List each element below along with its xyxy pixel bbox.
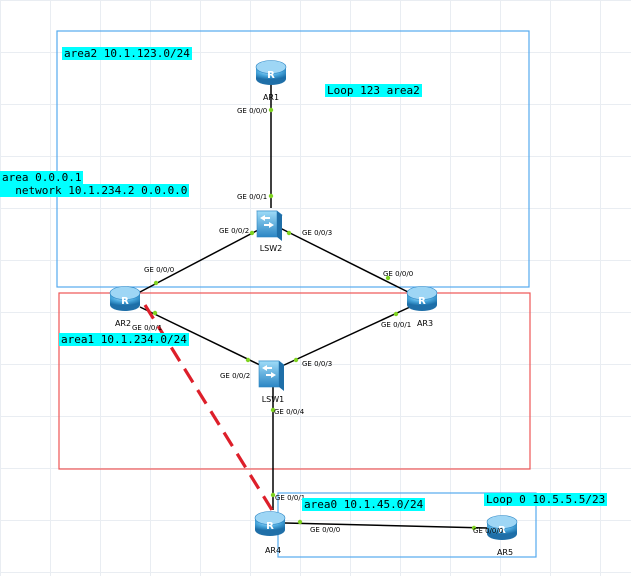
device-label-ar1: AR1 (263, 93, 279, 102)
port-label: GE 0/0/0 (237, 107, 267, 115)
area1-label: area1 10.1.234.0/24 (59, 333, 189, 346)
area0-label: area0 10.1.45.0/24 (302, 498, 426, 511)
port-label: GE 0/0/0 (383, 270, 413, 278)
router-ar2-icon[interactable] (109, 286, 141, 312)
device-label-ar2: AR2 (115, 319, 131, 328)
device-label-ar4: AR4 (265, 546, 281, 555)
loop123-note: Loop 123 area2 (325, 84, 422, 97)
switch-lsw2-icon[interactable] (256, 210, 283, 242)
router-ar4-icon[interactable] (254, 511, 286, 537)
area-config-line1: area 0.0.0.1 (0, 171, 84, 184)
link-ar4-ar5 (284, 522, 488, 529)
port-label: GE 0/0/2 (220, 372, 250, 380)
port-label: GE 0/0/1 (132, 324, 162, 332)
area2-boundary (56, 30, 530, 288)
port-label: GE 0/0/2 (219, 227, 249, 235)
port-label: GE 0/0/4 (274, 408, 305, 416)
port-label: GE 0/0/3 (302, 360, 332, 368)
device-label-ar3: AR3 (417, 319, 433, 328)
switch-lsw1-icon[interactable] (258, 360, 285, 392)
link-ar3-lsw1 (281, 306, 411, 367)
port-dots (152, 107, 477, 531)
port-label: GE 0/0/0 (473, 527, 503, 535)
area1-boundary (58, 292, 531, 470)
port-label: GE 0/0/1 (275, 494, 305, 502)
device-label-lsw1: LSW1 (262, 395, 285, 404)
port-label: GE 0/0/0 (310, 526, 340, 534)
area2-label: area2 10.1.123.0/24 (62, 47, 192, 60)
loop0-note: Loop 0 10.5.5.5/23 (484, 493, 608, 506)
link-lsw2-ar3 (279, 227, 409, 293)
link-lsw2-ar2 (139, 227, 263, 293)
port-label: GE 0/0/1 (237, 193, 267, 201)
router-ar3-icon[interactable] (406, 286, 438, 312)
port-label: GE 0/0/0 (144, 266, 174, 274)
router-ar1-icon[interactable] (255, 60, 287, 86)
device-label-ar5: AR5 (497, 548, 513, 557)
area-config-line2: network 10.1.234.2 0.0.0.0 (0, 184, 190, 197)
link-ar2-lsw1 (139, 306, 263, 367)
port-label: GE 0/0/1 (381, 321, 411, 329)
port-label: GE 0/0/3 (302, 229, 332, 237)
device-label-lsw2: LSW2 (260, 244, 283, 253)
